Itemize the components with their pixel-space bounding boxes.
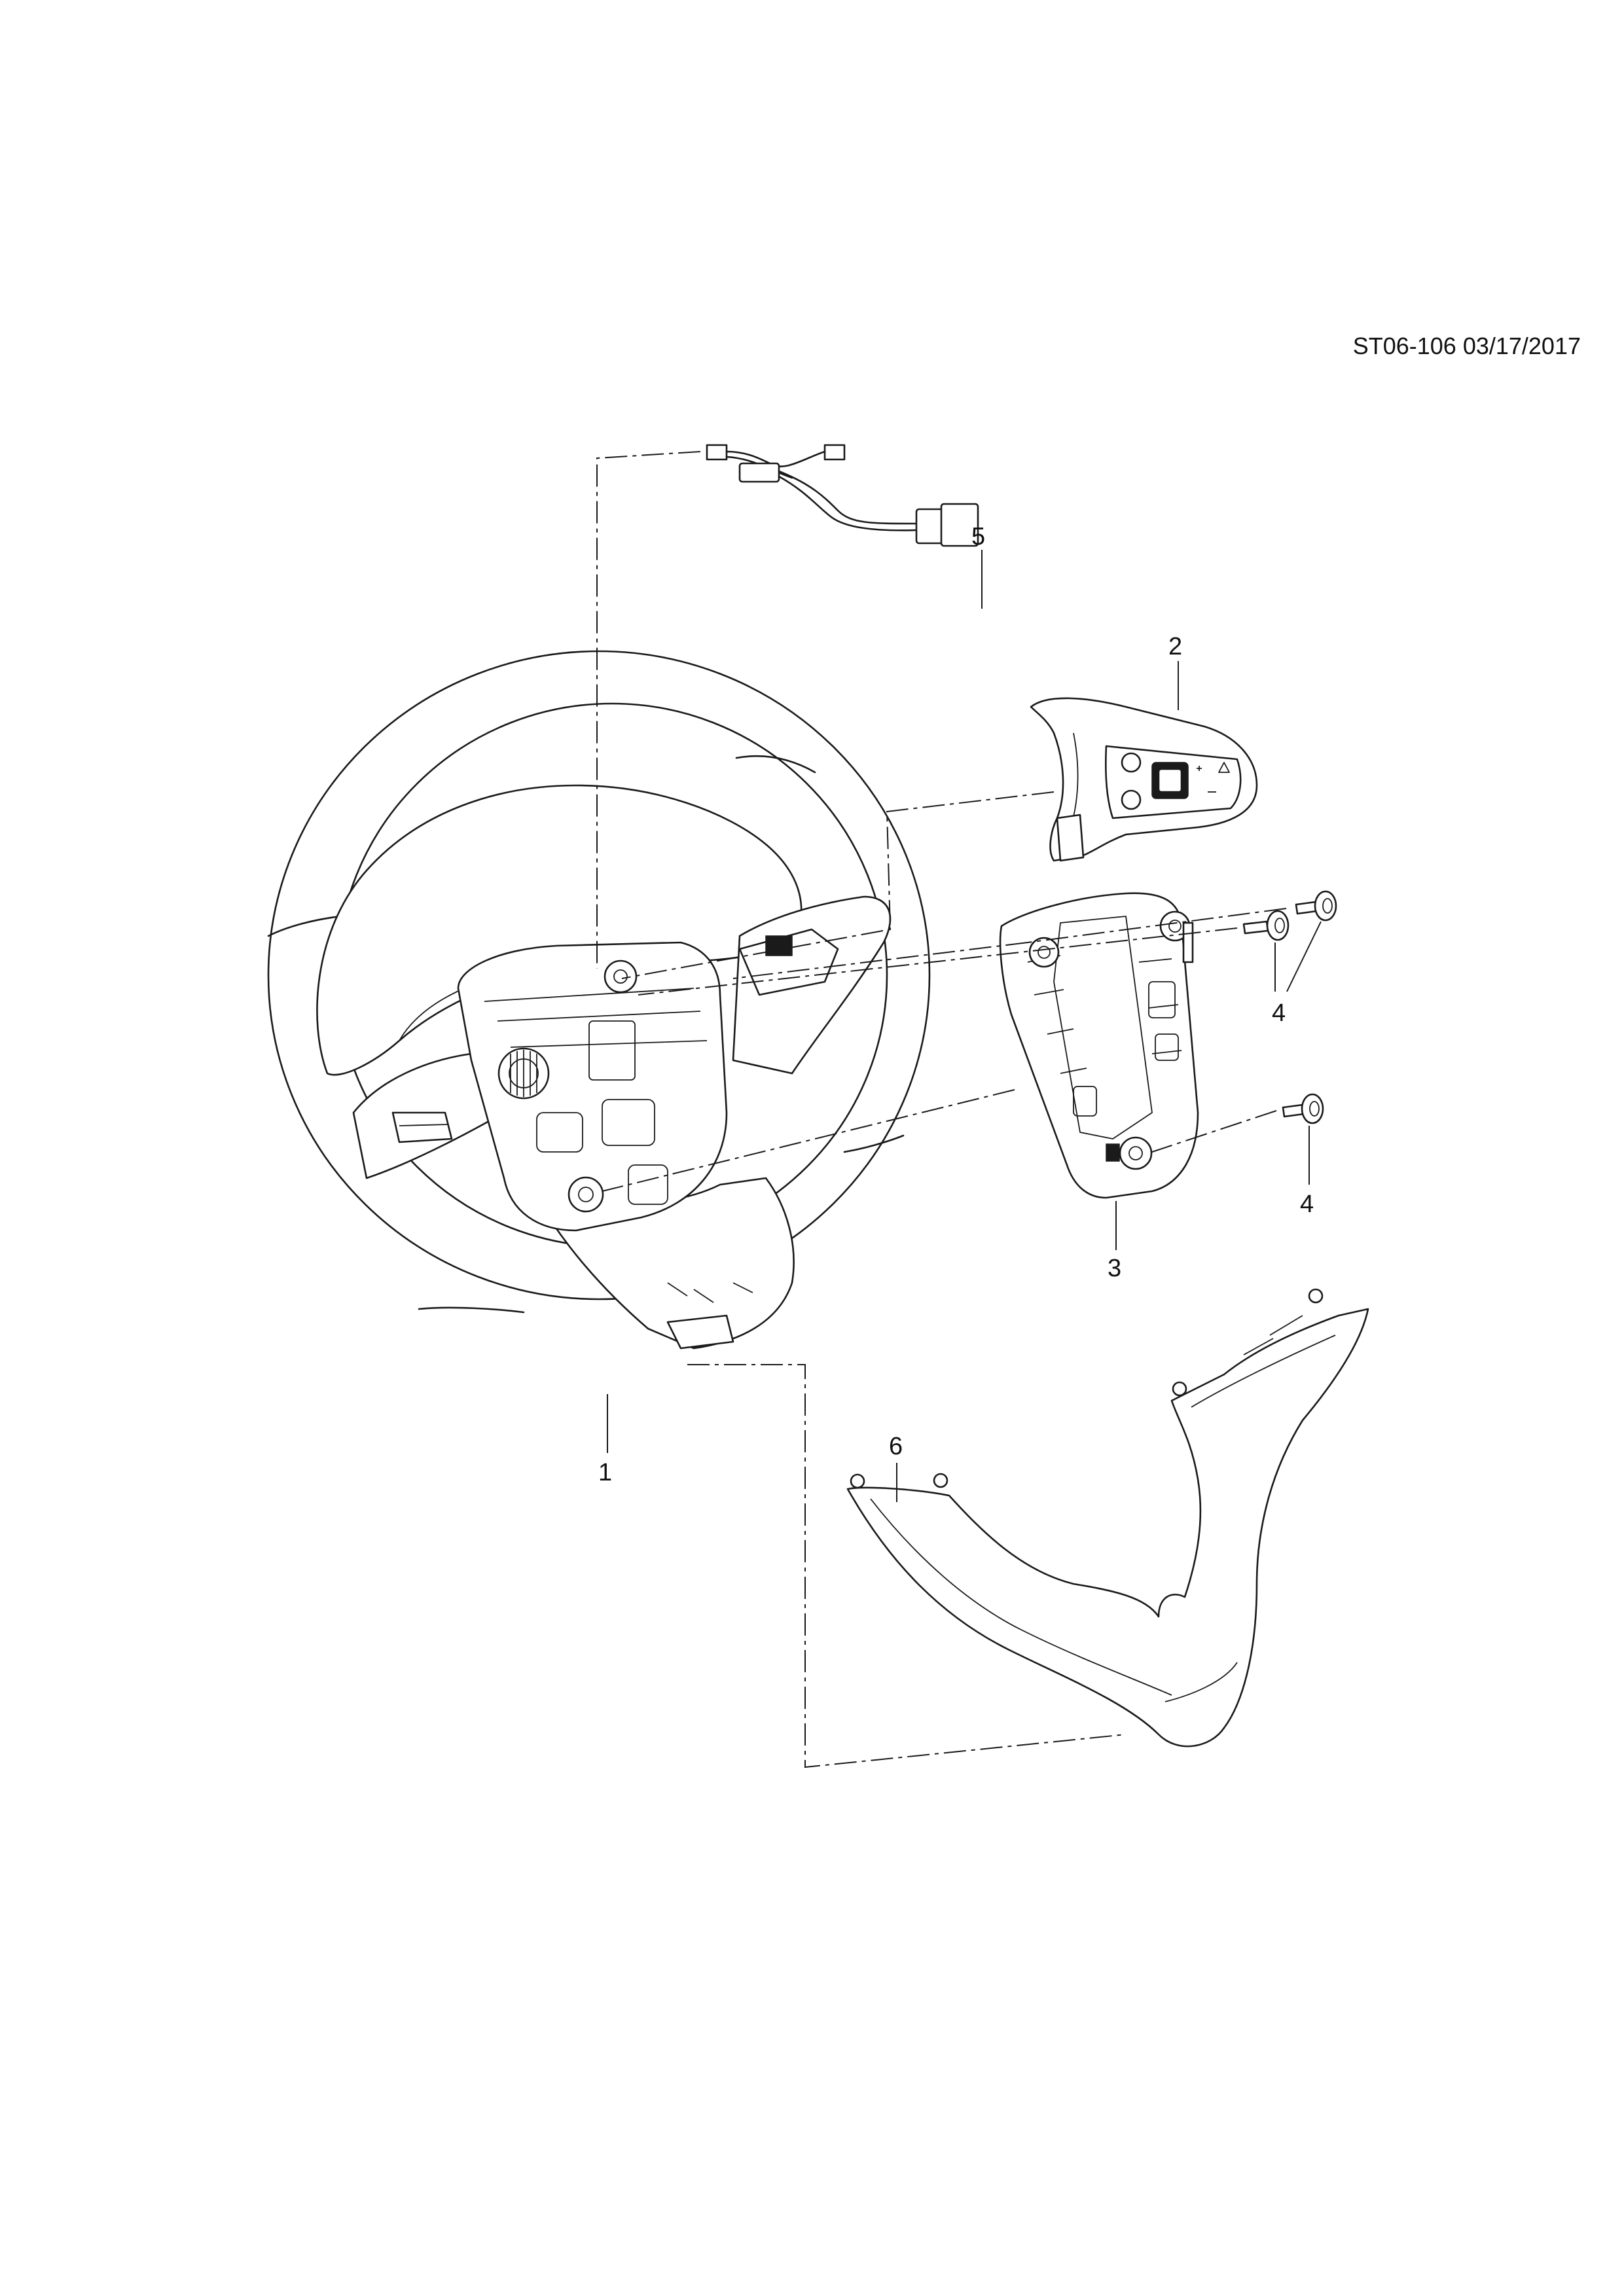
hub-mount-lower-bore [578,1187,594,1202]
bracket-frame [999,892,1199,1199]
wheel-rim-outer [267,650,931,1300]
left-switch-line [399,1124,449,1126]
bracket-boss-left-bore [1038,946,1051,959]
hub-mount-upper-bore [613,969,628,984]
hub-window-2 [602,1099,655,1146]
dash-bracket-to-hub-upper [732,942,1028,979]
switch-cover [1030,697,1258,862]
switch-button-voice [1121,789,1142,810]
hub-mount-upper [604,960,638,994]
switch-up-glyph [1218,762,1230,773]
screws [1242,890,1337,1124]
trim-clip-upper [1172,1381,1187,1397]
screw-lower [1282,1093,1324,1124]
callout-2: 2 [1168,633,1182,660]
dash-bracket-to-hub-lower [602,1089,1015,1192]
callout-1: 1 [598,1459,612,1486]
bracket-slot-1 [1148,981,1176,1018]
bracket-side-tab [1182,922,1194,963]
hub-window-1 [588,1020,636,1081]
wiring-harness [706,444,979,547]
bracket-slot-3 [1073,1086,1097,1117]
trim-ribs [1243,1315,1303,1355]
dash-harness-to-hub [596,451,701,969]
right-spoke-switch-mount [738,928,839,996]
switch-center-button-face [1157,768,1183,793]
bracket-window [1053,916,1153,1139]
bracket-boss-right-bore [1168,920,1182,933]
dash-trim-to-hub [687,1364,1127,1768]
callout-5: 5 [971,523,985,550]
screw-ur-head [1314,890,1337,922]
dash-screw-upper-middle [638,927,1238,996]
screw-ur-head-recess [1322,898,1333,914]
hub-window-3 [536,1112,583,1153]
lower-clips [667,1282,753,1303]
leader-4a-2 [1286,921,1322,992]
screw-um-head [1266,910,1290,941]
bracket-boss-lower [1119,1136,1153,1170]
trim-inner-edge-left [870,1498,1172,1696]
switch-bracket [999,892,1199,1199]
right-spoke-switch-button [765,935,793,956]
trim-inner-edge-right [1191,1335,1336,1408]
callout-3: 3 [1108,1255,1121,1282]
switch-button-phone [1121,752,1142,773]
trim-clip-left [850,1473,865,1489]
rim-seam-left [267,915,342,937]
screw-um-shank [1242,920,1269,935]
screw-lo-head [1301,1093,1324,1124]
trim-clip-mid [933,1473,948,1488]
harness-connector-a [706,444,728,461]
screw-upper-right [1295,890,1337,922]
lower-trim-cover [846,1288,1369,1748]
rim-seam-bottom [418,1306,525,1314]
screw-um-head-recess [1274,918,1285,933]
rim-seam-right [843,1134,905,1153]
harness-main-run [778,470,918,525]
harness-main-run-2 [778,475,918,531]
left-switch-stub [391,1111,453,1143]
document-code: ST06-106 03/17/2017 [1352,332,1581,359]
harness-junction [738,462,780,483]
callout-4-upper: 4 [1272,999,1286,1027]
callout-leaders [607,550,1322,1502]
screw-ur-shank [1295,901,1318,915]
lower-hub-lug [666,1314,734,1350]
bracket-slot-2 [1155,1033,1179,1061]
callout-4-lower: 4 [1300,1191,1314,1218]
dash-screw-lower-to-bracket [1151,1110,1277,1153]
assembly-lines [596,451,1287,1768]
bracket-boss-lower-bore [1128,1146,1143,1160]
switch-cover-tab [1056,814,1085,862]
shaft-splines [510,1050,537,1097]
bracket-lower-clip [1106,1143,1120,1162]
harness-connector-b [823,444,846,461]
trim-bottom-edge [1164,1662,1238,1702]
screw-lo-shank [1282,1103,1305,1118]
trim-clip-top [1308,1288,1324,1304]
dash-cover-to-hub [621,791,1055,979]
hub-mount-lower [568,1176,604,1213]
hub-ribs [484,988,708,1048]
dash-screw-upper-right [1027,908,1287,943]
screw-upper-middle [1242,910,1290,941]
steering-wheel [267,650,931,1350]
harness-plug-body [940,503,979,547]
screw-lo-head-recess [1309,1101,1320,1117]
trim-cover-body [846,1308,1369,1748]
callout-6: 6 [889,1433,903,1460]
switch-plus-glyph [1197,766,1202,771]
rim-seam-top [735,755,816,774]
bracket-boss-left [1028,937,1060,968]
hub-frame [457,941,728,1232]
